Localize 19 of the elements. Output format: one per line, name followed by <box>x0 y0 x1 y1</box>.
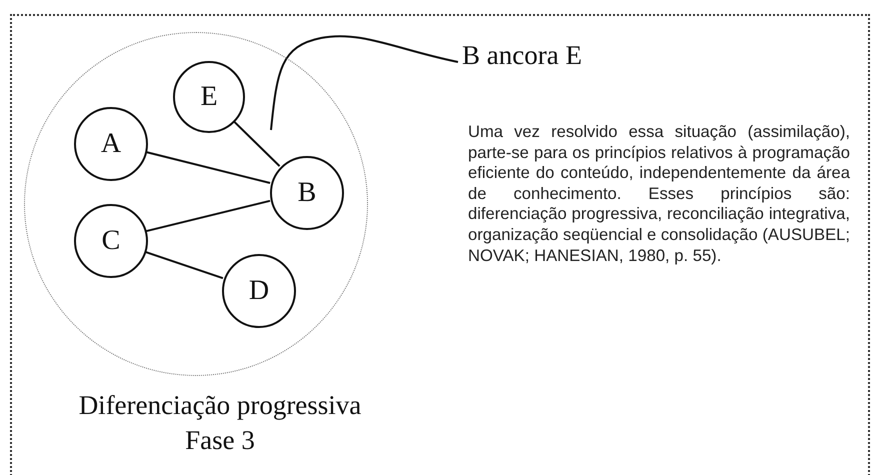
connector-line <box>233 120 280 167</box>
connector-line <box>146 151 270 184</box>
caption-text: Diferenciação progressiva Fase 3 <box>78 389 362 457</box>
connector-line <box>146 200 270 232</box>
concept-circle <box>270 156 344 230</box>
circle-label: B <box>298 177 316 209</box>
concept-circle <box>74 204 148 278</box>
heading-text: B ancora E <box>462 40 582 71</box>
circle-label: C <box>102 225 120 257</box>
concept-circle <box>74 107 148 181</box>
concept-circle <box>222 254 296 328</box>
dotted-circle <box>24 32 368 376</box>
circle-label: D <box>248 275 270 307</box>
concept-circle <box>173 61 245 133</box>
leader-line <box>270 35 458 130</box>
connector-line <box>144 250 224 280</box>
circle-label: A <box>100 128 122 160</box>
circle-label: E <box>200 81 218 113</box>
quote-paragraph: Uma vez resolvido essa situação (assimilação), parte-se para os princípios relativos à programação eficiente do conteúdo, independentemente da área de conhecimento. Esses princípios são: diferenciação progressiva, reconciliação integrativa, organização seqüencial e consolidação (AUSUBEL; NOVAK; HANESIAN, 1980, p. 55). <box>468 122 850 266</box>
